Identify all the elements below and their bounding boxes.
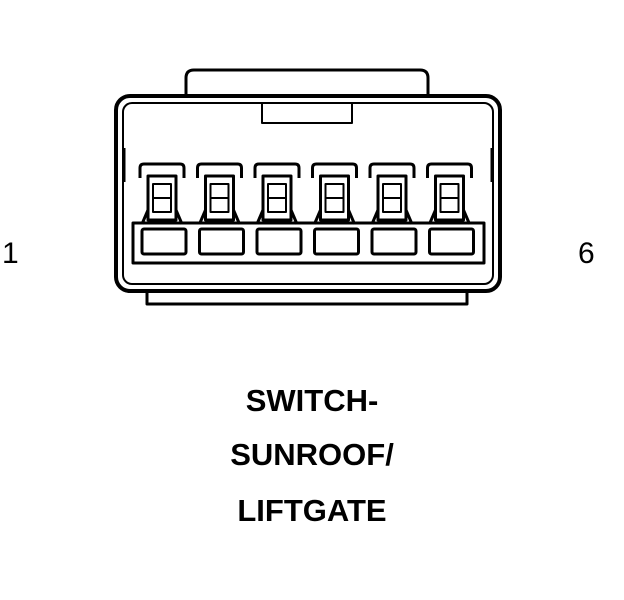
connector-bottom-lip [145,290,469,306]
pin-label-first: 1 [2,237,19,270]
terminal-cavity [253,162,303,256]
terminal-cavity [138,162,188,256]
connector-key [261,103,353,124]
caption-line-1: SWITCH- [245,383,379,418]
terminals-group [138,162,475,256]
terminal-strip [131,221,486,265]
caption-line-2: SUNROOF/ [230,437,394,472]
connector-housing-outer [114,94,502,293]
pin-label-last: 6 [578,237,595,270]
caption-line-3: LIFTGATE [237,493,387,528]
terminal-cavity [311,162,360,256]
connector-housing-inner [122,102,494,285]
terminal-cavity [196,162,245,256]
terminal-cavity [368,162,418,256]
terminal-cavity [426,162,475,256]
connector-latch [184,68,430,97]
